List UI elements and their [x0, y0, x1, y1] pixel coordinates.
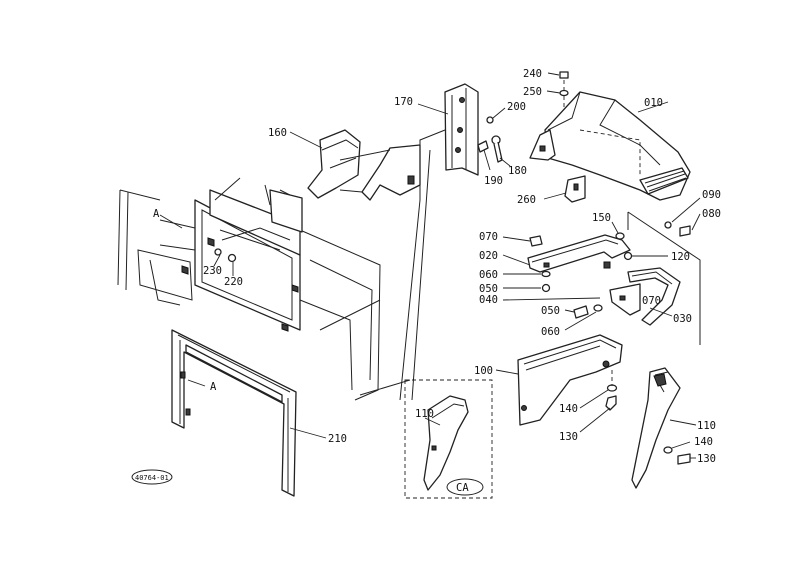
label-140a: 140 [559, 403, 578, 415]
part-180-190-200-fasteners [477, 107, 511, 171]
label-090: 090 [702, 189, 721, 201]
label-040: 040 [479, 294, 498, 306]
front-grill-assembly [159, 177, 303, 332]
ref-label-a-top: A [153, 208, 160, 220]
label-110b: 110 [697, 420, 716, 432]
label-190: 190 [484, 175, 503, 187]
part-210-frame [171, 329, 327, 497]
part-160-cover [289, 129, 361, 199]
drawing-number-badge [131, 469, 173, 485]
label-210: 210 [328, 433, 347, 445]
label-050b: 050 [541, 305, 560, 317]
label-130b: 130 [697, 453, 716, 465]
label-250: 250 [523, 86, 542, 98]
part-010-hood [529, 91, 691, 201]
part-130-140-right [663, 441, 696, 465]
label-260: 260 [517, 194, 536, 206]
label-240: 240 [523, 68, 542, 80]
label-120: 120 [671, 251, 690, 263]
label-060a: 060 [479, 269, 498, 281]
part-260-bracket [543, 175, 586, 203]
label-110a: 110 [415, 408, 434, 420]
part-220-230-bolts [213, 248, 237, 276]
label-170: 170 [394, 96, 413, 108]
part-labels: 010 020 030 040 050 050 060 060 070 070 … [135, 68, 721, 494]
part-170-post [339, 83, 479, 401]
label-200: 200 [507, 101, 526, 113]
label-150: 150 [592, 212, 611, 224]
drawing-number: 40764-01 [135, 474, 169, 482]
label-100: 100 [474, 365, 493, 377]
bracket-group-outline [627, 211, 701, 345]
label-030: 030 [673, 313, 692, 325]
part-100-panel [495, 334, 623, 426]
label-080: 080 [702, 208, 721, 220]
label-020: 020 [479, 250, 498, 262]
label-130a: 130 [559, 431, 578, 443]
label-180: 180 [508, 165, 527, 177]
label-140b: 140 [694, 436, 713, 448]
label-230: 230 [203, 265, 222, 277]
part-050-060-lower [564, 304, 603, 331]
ref-a-leaders [159, 214, 206, 387]
label-070b: 070 [642, 295, 661, 307]
label-050a: 050 [479, 283, 498, 295]
part-030-bracket [609, 267, 681, 326]
label-220: 220 [224, 276, 243, 288]
part-080-090-fasteners [664, 197, 701, 237]
part-110-step-right [631, 367, 697, 489]
part-130-140-fasteners [579, 370, 618, 433]
part-020-support [502, 234, 631, 273]
detail-label-ca: CA [456, 482, 469, 494]
label-060b: 060 [541, 326, 560, 338]
detail-box-ca [404, 379, 493, 499]
label-010: 010 [644, 97, 663, 109]
label-070a: 070 [479, 231, 498, 243]
label-160: 160 [268, 127, 287, 139]
part-040-050-060-fasteners [502, 270, 601, 301]
ref-label-a-bottom: A [210, 381, 217, 393]
